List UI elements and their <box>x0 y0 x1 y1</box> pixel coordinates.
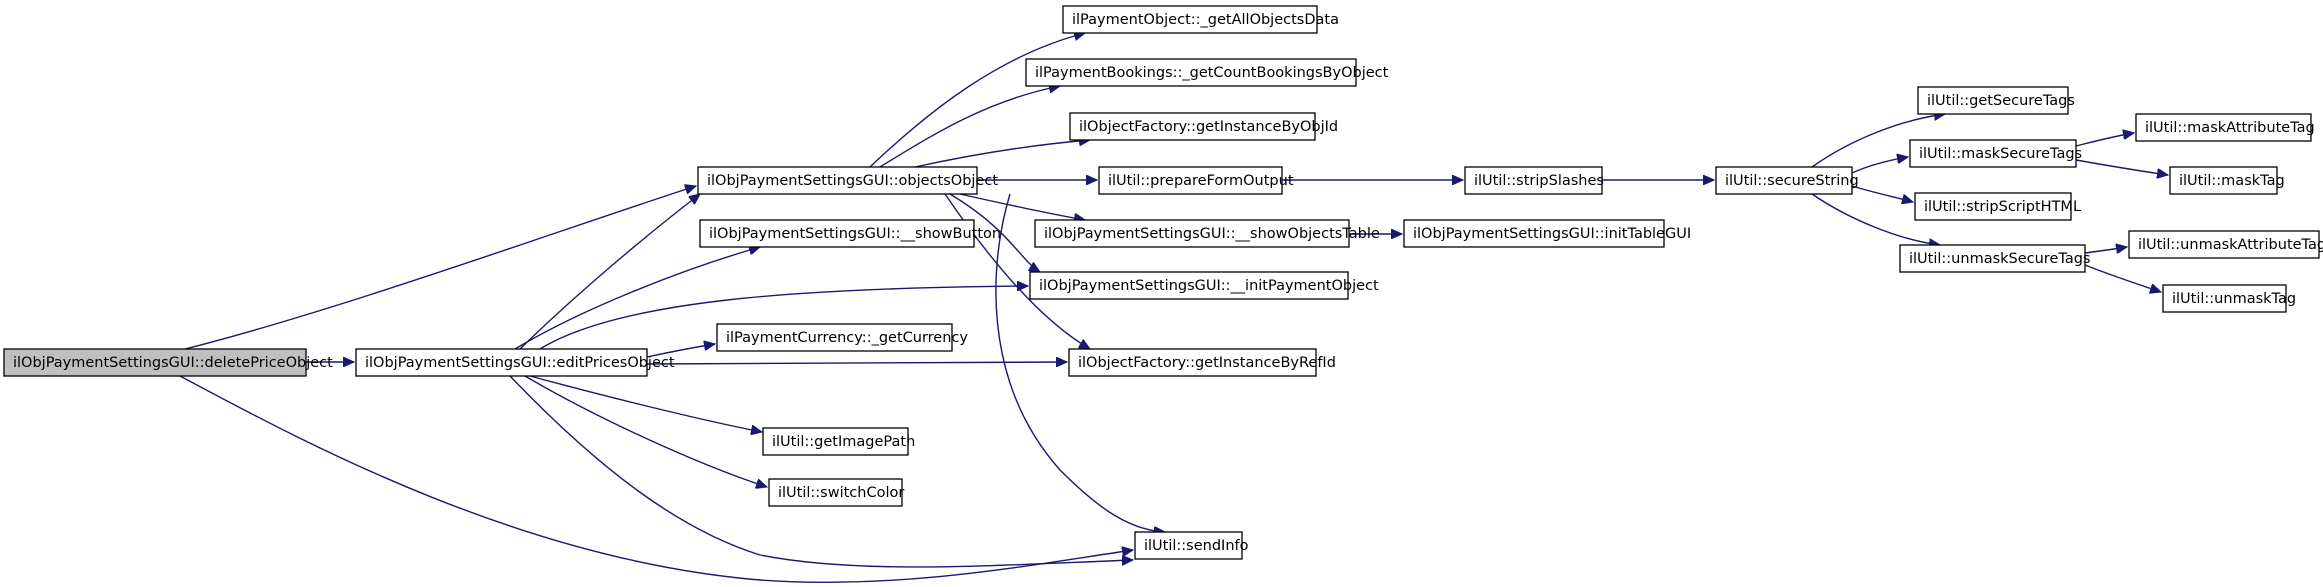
node-switch-color[interactable]: ilUtil::switchColor <box>768 478 904 507</box>
edge-n1-to-n14 <box>524 375 767 487</box>
edge-n17-to-n20 <box>1851 185 1913 202</box>
svg-text:ilUtil::unmaskTag: ilUtil::unmaskTag <box>2172 291 2296 307</box>
node-show-button[interactable]: ilObjPaymentSettingsGUI::__showButton <box>699 219 1001 248</box>
svg-text:ilUtil::switchColor: ilUtil::switchColor <box>778 485 904 501</box>
edge-n1-to-n11 <box>514 247 760 350</box>
node-mask-secure-tags[interactable]: ilUtil::maskSecureTags <box>1909 139 2082 168</box>
svg-text:ilUtil::getImagePath: ilUtil::getImagePath <box>772 434 915 450</box>
edge-n2-to-n10 <box>944 193 1090 349</box>
node-secure-string[interactable]: ilUtil::secureString <box>1715 166 1859 195</box>
edge-n0-to-n3 <box>179 375 1133 583</box>
edge-n2-to-n3 <box>995 193 1165 532</box>
node-prepare-form-output[interactable]: ilUtil::prepareFormOutput <box>1098 166 1294 195</box>
node-get-count-bookings-by-object[interactable]: ilPaymentBookings::_getCountBookingsByOb… <box>1025 58 1389 87</box>
edge-n1-to-n9 <box>539 286 1028 350</box>
edge-n17-to-n18 <box>1811 114 1945 168</box>
svg-text:ilUtil::maskTag: ilUtil::maskTag <box>2179 173 2285 189</box>
edge-n0-to-n2 <box>184 186 696 350</box>
edge-n1-to-n3 <box>509 375 1133 568</box>
edge-n21-to-n24 <box>2084 247 2127 253</box>
node-get-instance-by-obj-id[interactable]: ilObjectFactory::getInstanceByObjId <box>1069 112 1338 141</box>
node-send-info[interactable]: ilUtil::sendInfo <box>1134 531 1249 560</box>
svg-text:ilUtil::unmaskAttributeTag: ilUtil::unmaskAttributeTag <box>2138 237 2323 253</box>
edge-n2-to-n4 <box>869 33 1085 168</box>
svg-text:ilObjPaymentSettingsGUI::__sho: ilObjPaymentSettingsGUI::__showButton <box>709 226 1001 242</box>
svg-text:ilObjPaymentSettingsGUI::__sho: ilObjPaymentSettingsGUI::__showObjectsTa… <box>1044 226 1380 242</box>
edge-n1-to-n12 <box>646 344 715 358</box>
svg-text:ilUtil::unmaskSecureTags: ilUtil::unmaskSecureTags <box>1909 251 2090 267</box>
svg-text:ilObjPaymentSettingsGUI::initT: ilObjPaymentSettingsGUI::initTableGUI <box>1413 226 1691 242</box>
node-get-currency[interactable]: ilPaymentCurrency::_getCurrency <box>716 323 968 352</box>
node-objects-object[interactable]: ilObjPaymentSettingsGUI::objectsObject <box>697 166 998 195</box>
svg-text:ilObjPaymentSettingsGUI::delet: ilObjPaymentSettingsGUI::deletePriceObje… <box>13 355 333 371</box>
node-get-image-path[interactable]: ilUtil::getImagePath <box>762 427 915 456</box>
svg-text:ilUtil::sendInfo: ilUtil::sendInfo <box>1144 538 1249 554</box>
edge-n19-to-n22 <box>2075 133 2134 147</box>
svg-text:ilUtil::getSecureTags: ilUtil::getSecureTags <box>1927 93 2075 109</box>
edge-n17-to-n19 <box>1851 157 1908 174</box>
node-show-objects-table[interactable]: ilObjPaymentSettingsGUI::__showObjectsTa… <box>1034 219 1380 248</box>
node-mask-attribute-tag[interactable]: ilUtil::maskAttributeTag <box>2135 113 2315 142</box>
svg-text:ilObjectFactory::getInstanceBy: ilObjectFactory::getInstanceByRefId <box>1078 355 1336 371</box>
edge-n1-to-n13 <box>529 375 762 432</box>
svg-text:ilObjectFactory::getInstanceBy: ilObjectFactory::getInstanceByObjId <box>1079 119 1338 135</box>
svg-text:ilObjPaymentSettingsGUI::__ini: ilObjPaymentSettingsGUI::__initPaymentOb… <box>1039 278 1379 294</box>
svg-text:ilPaymentObject::_getAllObject: ilPaymentObject::_getAllObjectsData <box>1072 12 1339 28</box>
svg-text:ilObjPaymentSettingsGUI::editP: ilObjPaymentSettingsGUI::editPricesObjec… <box>365 355 675 371</box>
edge-n1-to-n2 <box>519 194 700 350</box>
svg-text:ilPaymentBookings::_getCountBo: ilPaymentBookings::_getCountBookingsByOb… <box>1035 65 1389 81</box>
svg-text:ilUtil::stripSlashes: ilUtil::stripSlashes <box>1474 173 1604 189</box>
node-edit-prices-object[interactable]: ilObjPaymentSettingsGUI::editPricesObjec… <box>355 348 675 377</box>
svg-text:ilUtil::prepareFormOutput: ilUtil::prepareFormOutput <box>1108 173 1294 189</box>
node-get-all-objects-data[interactable]: ilPaymentObject::_getAllObjectsData <box>1062 5 1339 34</box>
edge-n2-to-n6 <box>914 140 1090 168</box>
edge-n2-to-n9 <box>949 193 1040 272</box>
node-get-secure-tags[interactable]: ilUtil::getSecureTags <box>1917 86 2075 115</box>
node-delete-price-object[interactable]: ilObjPaymentSettingsGUI::deletePriceObje… <box>3 348 333 377</box>
svg-text:ilUtil::maskAttributeTag: ilUtil::maskAttributeTag <box>2145 120 2315 136</box>
svg-text:ilObjPaymentSettingsGUI::objec: ilObjPaymentSettingsGUI::objectsObject <box>707 173 998 189</box>
node-init-table-gui[interactable]: ilObjPaymentSettingsGUI::initTableGUI <box>1403 219 1691 248</box>
node-strip-script-html[interactable]: ilUtil::stripScriptHTML <box>1914 192 2081 221</box>
node-init-payment-object[interactable]: ilObjPaymentSettingsGUI::__initPaymentOb… <box>1029 271 1379 300</box>
edge-n2-to-n8 <box>959 193 1085 220</box>
svg-text:ilUtil::maskSecureTags: ilUtil::maskSecureTags <box>1919 146 2082 162</box>
edge-n17-to-n21 <box>1811 193 1940 245</box>
node-unmask-tag[interactable]: ilUtil::unmaskTag <box>2162 284 2296 313</box>
edges-layer <box>179 33 2168 583</box>
node-get-instance-by-ref-id[interactable]: ilObjectFactory::getInstanceByRefId <box>1068 348 1336 377</box>
svg-text:ilUtil::stripScriptHTML: ilUtil::stripScriptHTML <box>1924 199 2081 215</box>
node-unmask-attribute-tag[interactable]: ilUtil::unmaskAttributeTag <box>2128 230 2323 259</box>
svg-text:ilUtil::secureString: ilUtil::secureString <box>1725 173 1859 189</box>
edge-n21-to-n25 <box>2084 264 2161 292</box>
svg-text:ilPaymentCurrency::_getCurrenc: ilPaymentCurrency::_getCurrency <box>726 330 968 346</box>
nodes-layer: ilObjPaymentSettingsGUI::deletePriceObje… <box>3 5 2323 560</box>
node-strip-slashes[interactable]: ilUtil::stripSlashes <box>1464 166 1604 195</box>
node-unmask-secure-tags[interactable]: ilUtil::unmaskSecureTags <box>1899 244 2090 273</box>
edge-n19-to-n23 <box>2075 159 2168 175</box>
node-mask-tag[interactable]: ilUtil::maskTag <box>2169 166 2285 195</box>
edge-n2-to-n5 <box>879 86 1060 168</box>
edge-n1-to-n10 <box>646 362 1067 364</box>
